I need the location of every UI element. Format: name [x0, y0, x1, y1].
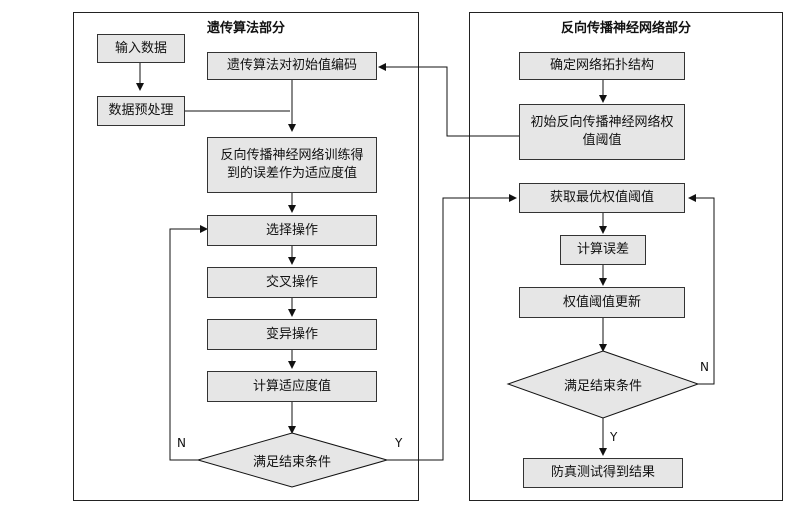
- topology-box: 确定网络拓扑结构: [519, 52, 685, 80]
- result-box: 防真测试得到结果: [523, 458, 683, 488]
- arrow-yes-to-bp: [387, 194, 517, 461]
- right-condition-label: 满足结束条件: [563, 379, 642, 394]
- calc-error-box: 计算误差: [560, 235, 646, 265]
- data-preprocess-box: 数据预处理: [97, 96, 185, 126]
- bp-network-panel-title: 反向传播神经网络部分: [560, 21, 691, 36]
- weight-update-box: 权值阈值更新: [519, 287, 685, 318]
- left-yes-label: Y: [395, 436, 403, 450]
- arrow-init-to-encode: [378, 63, 520, 137]
- left-no-label: N: [177, 436, 186, 450]
- crossover-box: 交叉操作: [207, 267, 377, 298]
- right-yes-label: Y: [610, 430, 618, 444]
- genetic-algorithm-panel-title: 遗传算法部分: [206, 21, 285, 36]
- arrow-no-loop-right: [688, 194, 715, 385]
- arrow-no-loop-left: [169, 225, 208, 461]
- init-weights-box: 初始反向传播神经网络权值阈值: [519, 104, 685, 160]
- input-data-box: 输入数据: [97, 34, 185, 63]
- bp-network-panel: 反向传播神经网络部分: [469, 12, 783, 501]
- calc-fitness-box: 计算适应度值: [207, 371, 377, 402]
- ga-encode-box: 遗传算法对初始值编码: [207, 52, 377, 80]
- fitness-from-bp-box: 反向传播神经网络训练得到的误差作为适应度值: [207, 137, 377, 193]
- left-condition-diamond: [196, 432, 389, 488]
- genetic-algorithm-panel: 遗传算法部分: [73, 12, 419, 501]
- right-condition-diamond: [506, 350, 700, 419]
- best-weights-box: 获取最优权值阈值: [519, 183, 685, 213]
- selection-box: 选择操作: [207, 215, 377, 246]
- left-condition-label: 满足结束条件: [252, 455, 331, 470]
- right-no-label: N: [700, 360, 709, 374]
- mutation-box: 变异操作: [207, 319, 377, 350]
